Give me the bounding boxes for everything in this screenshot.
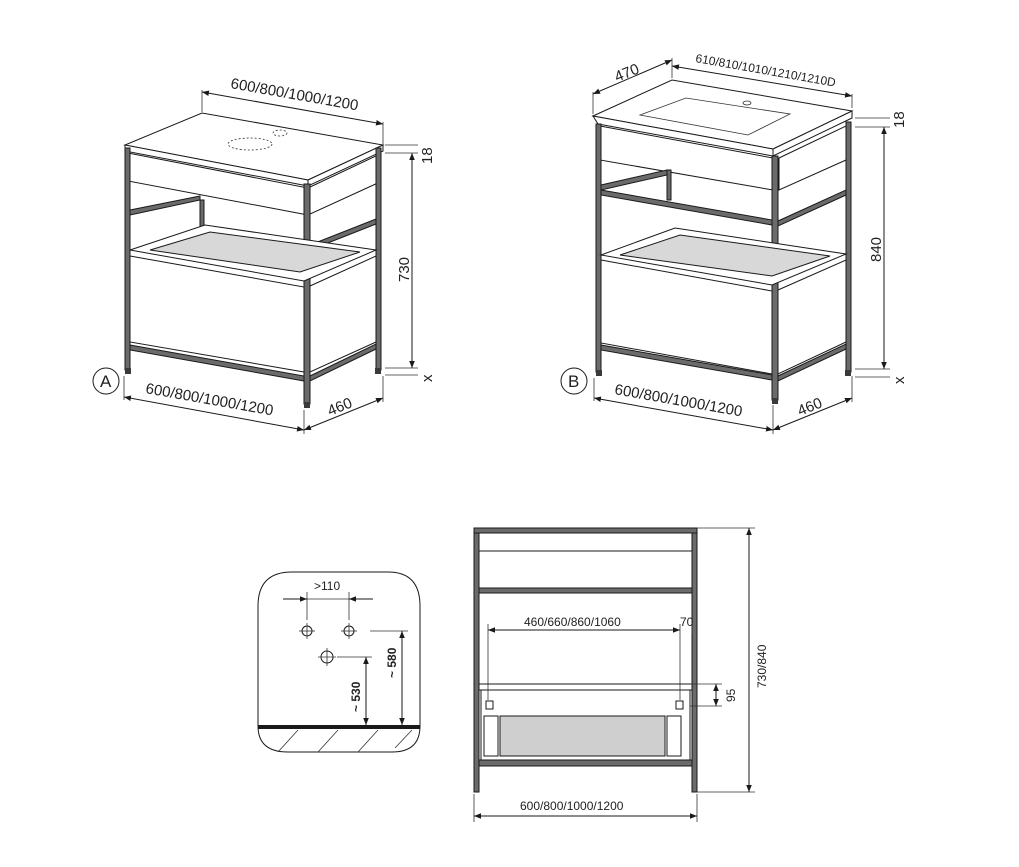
a-view-label: A	[100, 372, 112, 391]
b-leg-left	[595, 123, 602, 373]
b-depth: 460	[795, 395, 825, 420]
b-leg-right	[845, 121, 852, 373]
b-bottom-width: 600/800/1000/1200	[613, 381, 743, 420]
a-depth: 460	[325, 395, 355, 420]
b-foot: x	[891, 376, 908, 384]
total-height-dim: 730/840	[755, 644, 769, 688]
water-pipe-left-icon	[299, 623, 315, 639]
view-a-cabinet	[123, 112, 385, 408]
runner-left	[483, 715, 499, 757]
b-tap-hole	[742, 100, 752, 106]
runner-right	[666, 715, 682, 757]
a-foot: x	[419, 374, 436, 382]
view-b-cabinet	[591, 79, 854, 404]
a-leg-left	[124, 147, 131, 371]
a-height: 730	[396, 257, 413, 282]
b-basin-depth: 470	[612, 61, 642, 86]
a-sink-cutout	[227, 137, 273, 151]
front-leg-left	[473, 527, 480, 793]
b-view-label: B	[568, 372, 579, 391]
a-view-marker	[92, 367, 120, 395]
front-view-dimensions: 460/660/860/1060 70 95 730/840 600/800/1…	[473, 527, 769, 822]
a-leg-right	[375, 147, 382, 371]
drain-height-dim: ~ 530	[349, 681, 363, 712]
b-top-thickness: 18	[891, 111, 908, 128]
b-height: 840	[868, 237, 885, 262]
spacing-dim: >110	[314, 579, 340, 593]
water-pipe-right-icon	[341, 623, 357, 639]
a-tap-hole	[272, 129, 288, 137]
offset-dim: 70	[680, 615, 694, 629]
a-top-thickness: 18	[419, 147, 436, 164]
a-leg-front	[303, 183, 311, 405]
drawer-box	[499, 715, 666, 757]
front-view-cabinet	[473, 527, 698, 793]
water-height-dim: ~ 580	[385, 647, 399, 678]
b-view-marker	[560, 367, 588, 395]
drain-pipe-icon	[318, 648, 336, 666]
inner-width-dim: 460/660/860/1060	[524, 615, 621, 629]
a-bottom-width: 600/800/1000/1200	[144, 380, 274, 419]
front-leg-right	[691, 527, 698, 793]
plumbing-detail: >110 ~ 530 ~ 580	[257, 571, 421, 753]
drawer-height-dim: 95	[724, 688, 738, 702]
b-basin-widths: 610/810/1010/1210/1210D	[694, 51, 837, 90]
total-width-dim: 600/800/1000/1200	[520, 799, 624, 813]
